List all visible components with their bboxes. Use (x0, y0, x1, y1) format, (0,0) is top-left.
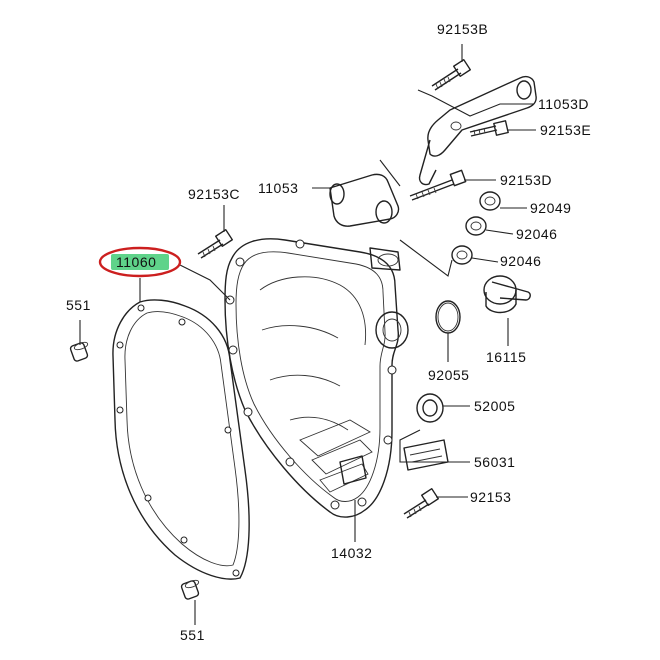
filler-cap-16115[interactable] (483, 275, 531, 314)
needle-bearing-92046-lower[interactable] (451, 245, 473, 265)
part-label-92153d[interactable]: 92153D (500, 172, 552, 188)
oil-seal-52005[interactable] (416, 393, 444, 423)
engine-cover-14032[interactable] (224, 238, 409, 518)
dowel-pin-551-bottom[interactable] (180, 579, 200, 600)
bolt-92153b[interactable] (431, 59, 471, 91)
part-label-92153c[interactable]: 92153C (188, 186, 240, 202)
bracket-11053d[interactable] (418, 75, 537, 186)
part-label-11053[interactable]: 11053 (258, 180, 298, 196)
part-label-92046-upper[interactable]: 92046 (516, 226, 557, 242)
shaft-bracket-11053[interactable] (329, 173, 400, 227)
part-label-56031[interactable]: 56031 (474, 454, 515, 470)
highlight-11060 (98, 246, 182, 278)
part-label-14032[interactable]: 14032 (331, 545, 372, 561)
bolt-92153e[interactable] (469, 120, 509, 137)
needle-bearing-92046-upper[interactable] (465, 216, 487, 236)
leader-lines (79, 44, 536, 625)
part-label-92055[interactable]: 92055 (428, 367, 469, 383)
part-label-11053d[interactable]: 11053D (538, 96, 589, 112)
part-label-16115[interactable]: 16115 (486, 349, 526, 365)
part-label-52005[interactable]: 52005 (474, 398, 515, 414)
part-label-551-top[interactable]: 551 (66, 297, 91, 313)
bolt-92153[interactable] (403, 488, 439, 519)
label-plate-56031[interactable] (403, 439, 449, 471)
dowel-pin-551-top[interactable] (69, 341, 89, 362)
part-label-92153[interactable]: 92153 (470, 489, 511, 505)
part-label-92046-lower[interactable]: 92046 (500, 253, 541, 269)
part-label-92153b[interactable]: 92153B (437, 21, 488, 37)
bolt-92153d[interactable] (409, 169, 467, 201)
part-label-551-bottom[interactable]: 551 (180, 627, 205, 643)
part-label-92049[interactable]: 92049 (530, 200, 571, 216)
bolt-92153c[interactable] (197, 229, 233, 259)
oil-seal-92049[interactable] (479, 191, 501, 211)
part-label-11060[interactable]: 11060 (116, 254, 156, 270)
part-label-92153e[interactable]: 92153E (540, 122, 591, 138)
gasket-11060[interactable] (112, 299, 250, 580)
o-ring-92055[interactable] (435, 300, 461, 334)
